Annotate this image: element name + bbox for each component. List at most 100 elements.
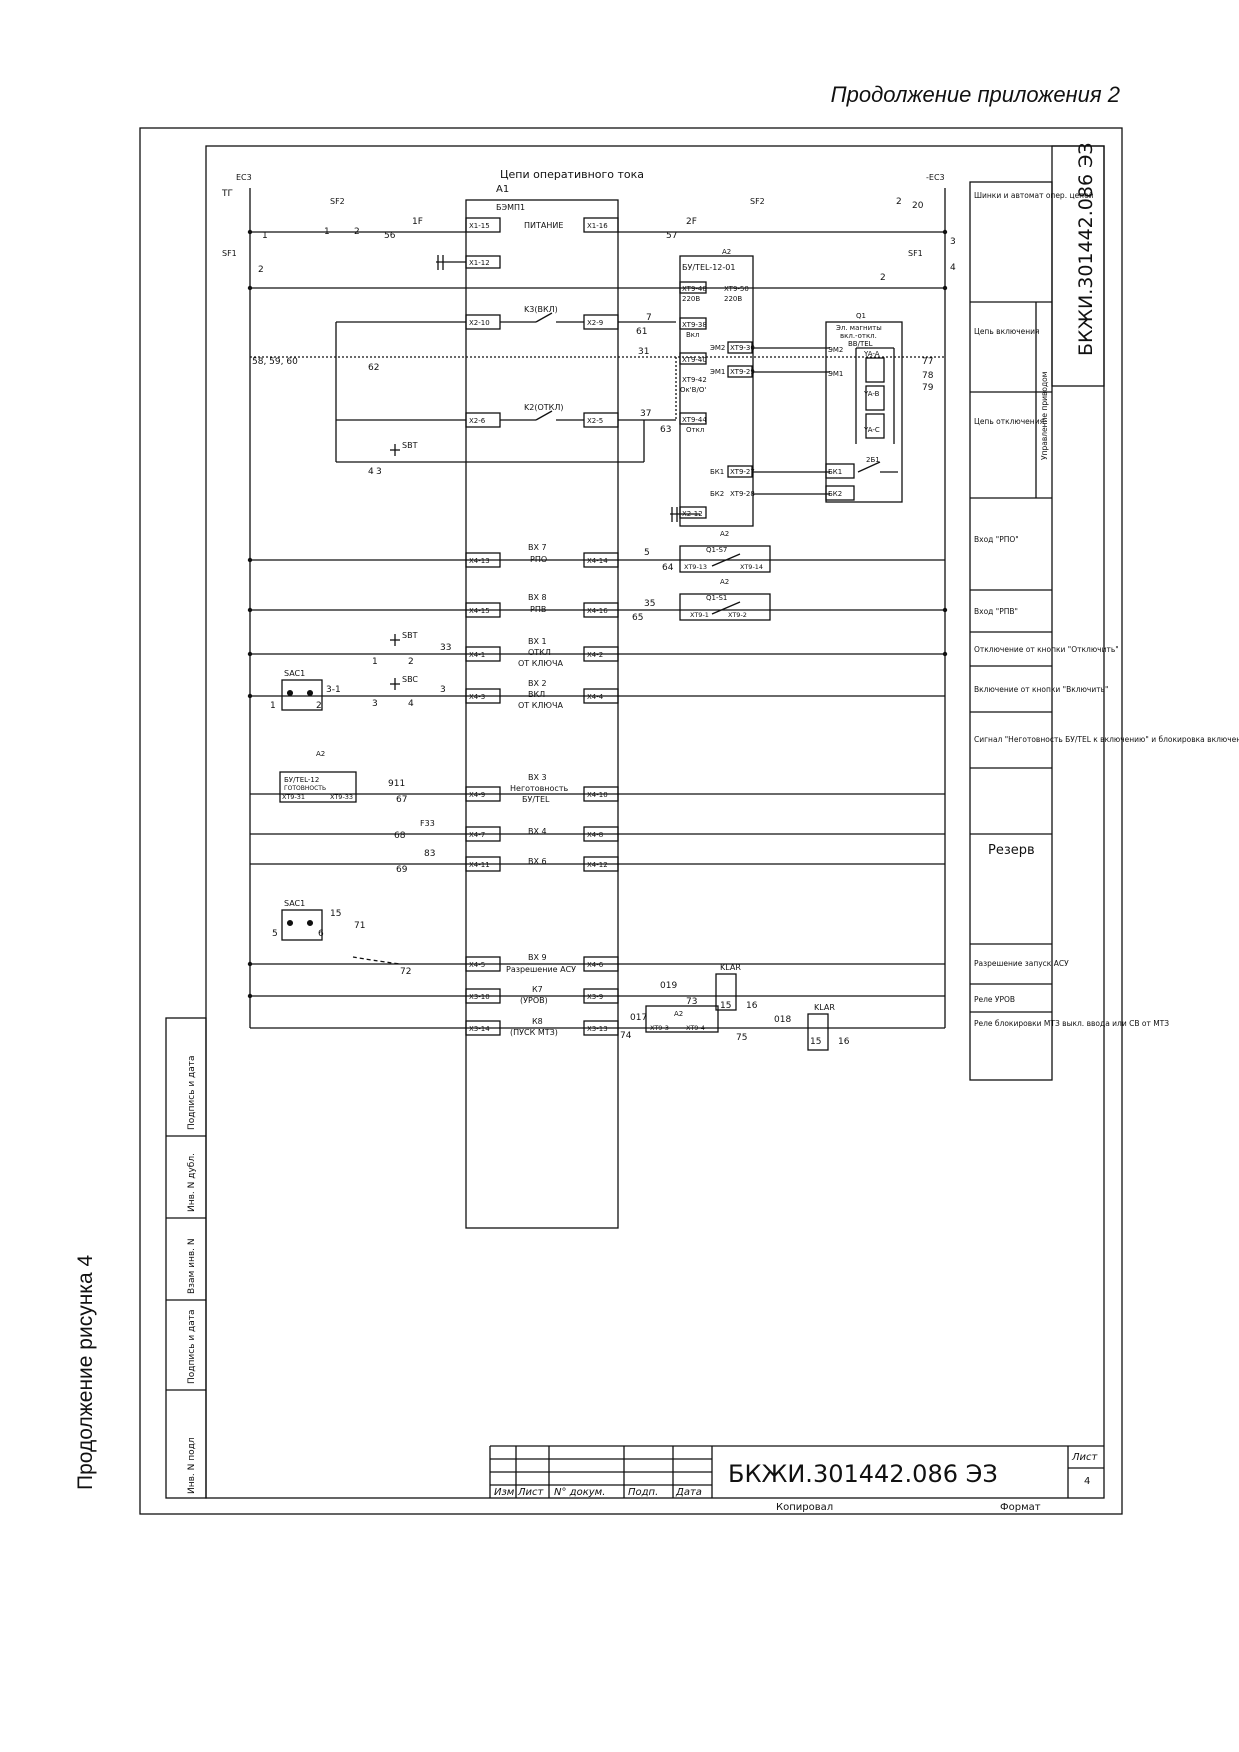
f33-label: F33 <box>420 819 435 828</box>
a2-t-10: Откл <box>686 426 704 434</box>
doc-code-vertical: БКЖИ.301442.086 ЭЗ <box>1075 142 1097 356</box>
a2-t-1: 220В <box>682 295 700 303</box>
format-label: Формат <box>1000 1502 1041 1513</box>
bus-lines <box>249 188 946 1029</box>
a1-tl-3: X2-6 <box>469 417 486 425</box>
a1-tl-1: X1-12 <box>469 259 490 267</box>
q1-coils <box>825 347 898 501</box>
ec3-tg: ТГ <box>221 189 233 199</box>
q1s1-label: Q1-S1 <box>706 594 727 602</box>
a2-t-15: БК1 <box>710 468 724 476</box>
klar-2-label: KLAR <box>814 1003 835 1012</box>
bu-tel-ready-1: БУ/TEL-12 <box>284 776 319 784</box>
stamp-inv-podl: Инв. N подл <box>187 1437 197 1494</box>
q1s7-label: Q1-S7 <box>706 546 727 554</box>
a1-tr-5: X4-2 <box>587 651 603 659</box>
panel-row-6: Отключение от кнопки "Отключить" <box>974 645 1119 654</box>
sbt-pin-4: 4 <box>368 467 374 477</box>
a1-bx6: ВХ 6 <box>528 857 547 866</box>
sf2-pin-1: 1 <box>324 227 330 237</box>
wire-35: 35 <box>644 599 655 609</box>
sf2-right: SF2 <box>750 197 765 206</box>
sbc: SBC <box>402 675 418 684</box>
title-block-list: Лист <box>517 1487 545 1498</box>
a1-tr-10: X4-6 <box>587 961 604 969</box>
bu-tel-designator: A2 <box>316 750 325 758</box>
bu-tel-ready-box <box>279 771 357 803</box>
a1-tl-4: X4-13 <box>469 557 490 565</box>
a2-name: БУ/TEL-12-01 <box>682 263 735 272</box>
a1-bx2-3: ОТ КЛЮЧА <box>518 701 564 710</box>
stamp-vzam: Взам инв. N <box>187 1238 197 1294</box>
panel-row-3: Цепь отключения <box>974 417 1044 426</box>
wire-56: 56 <box>384 231 396 241</box>
a1-tl-5: X4-15 <box>469 607 490 615</box>
wire-62: 62 <box>368 363 379 373</box>
wire-3-right: 3 <box>950 237 956 247</box>
bu-tel-ready-2: ГОТОВНОСТЬ <box>284 785 326 792</box>
q1-l-6: БК2 <box>828 490 842 498</box>
wire-2f: 2F <box>686 217 697 227</box>
wire-4-right: 4 <box>950 263 956 273</box>
a1-k8-1: К8 <box>532 1017 543 1026</box>
xt-6: XT9-3 <box>650 1024 669 1032</box>
title-block-doc: N° докум. <box>554 1487 605 1498</box>
sac1-pin-1: 1 <box>270 701 276 711</box>
a1-tl-8: X4-9 <box>469 791 485 799</box>
klar-relay-1 <box>715 973 737 1011</box>
a1-k8-2: (ПУСК МТЗ) <box>510 1028 558 1037</box>
sbt-pin-1: 1 <box>372 657 378 667</box>
a2-t-13: ЭМ1 <box>710 368 725 376</box>
wire-911: 911 <box>388 779 405 789</box>
sf1-pin-2: 2 <box>258 265 264 275</box>
wire-15: 15 <box>330 909 341 919</box>
sbc-pin-4: 4 <box>408 699 414 709</box>
a2-t-8: Ок'В/О' <box>680 386 706 394</box>
a1-tr-1: X2-9 <box>587 319 603 327</box>
a1-bx1-3: ОТ КЛЮЧА <box>518 659 564 668</box>
wire-58-60: 58, 59, 60 <box>252 357 298 367</box>
wire-5: 5 <box>644 548 650 558</box>
sac1-bottom-label: SAC1 <box>284 899 305 908</box>
panel-row-4: Вход "РПО" <box>974 535 1019 544</box>
title-block-sign: Подп. <box>628 1487 658 1498</box>
q1-title-1: Эл. магниты <box>836 324 882 332</box>
ec3-pin-2: 2 <box>896 197 902 207</box>
wire-71: 71 <box>354 921 365 931</box>
wire-77: 77 <box>922 357 933 367</box>
wire-68: 68 <box>394 831 406 841</box>
sf2-pin-2: 2 <box>354 227 360 237</box>
sac1-switch-top <box>281 679 323 711</box>
a2-t-14: XT9-29 <box>730 368 755 376</box>
wire-57: 57 <box>666 231 677 241</box>
wire-83: 83 <box>424 849 435 859</box>
wire-1-left: 1 <box>262 231 268 241</box>
ec3-right: -EC3 <box>926 173 945 182</box>
sac1-top-label: SAC1 <box>284 669 305 678</box>
a2-contact-label: A2 <box>674 1010 683 1018</box>
a2-t-2: XT9-50 <box>724 285 749 293</box>
a1-tr-11: X3-9 <box>587 993 603 1001</box>
a2-t-11: ЭМ2 <box>710 344 725 352</box>
klar2-15: 15 <box>810 1037 821 1047</box>
a1-bx7-2: РПО <box>530 555 547 564</box>
wire-7: 7 <box>646 313 652 323</box>
a1-bx8-2: РПВ <box>530 605 546 614</box>
a1-controller-block <box>465 199 619 1229</box>
wire-63: 63 <box>660 425 671 435</box>
wire-019: 019 <box>660 981 677 991</box>
a2-t-17: БК2 <box>710 490 724 498</box>
sac1b-pin-6: 6 <box>318 929 324 939</box>
xt-2: XT9-1 <box>690 611 709 619</box>
panel-vertical-label: Управление приводом <box>1040 372 1049 460</box>
wire-017: 017 <box>630 1013 647 1023</box>
q1-magnets-block <box>825 321 903 503</box>
a1-tl-11: X4-5 <box>469 961 485 969</box>
a2-t-3: 220В <box>724 295 742 303</box>
q1-l-0: ЭМ2 <box>828 346 843 354</box>
a1-tr-3: X4-14 <box>587 557 608 565</box>
a2-t-5: Вкл <box>686 331 700 339</box>
xt-7: XT9-4 <box>686 1024 705 1032</box>
sf1-left: SF1 <box>222 249 237 258</box>
a2-t-16: XT9-27 <box>730 468 755 476</box>
